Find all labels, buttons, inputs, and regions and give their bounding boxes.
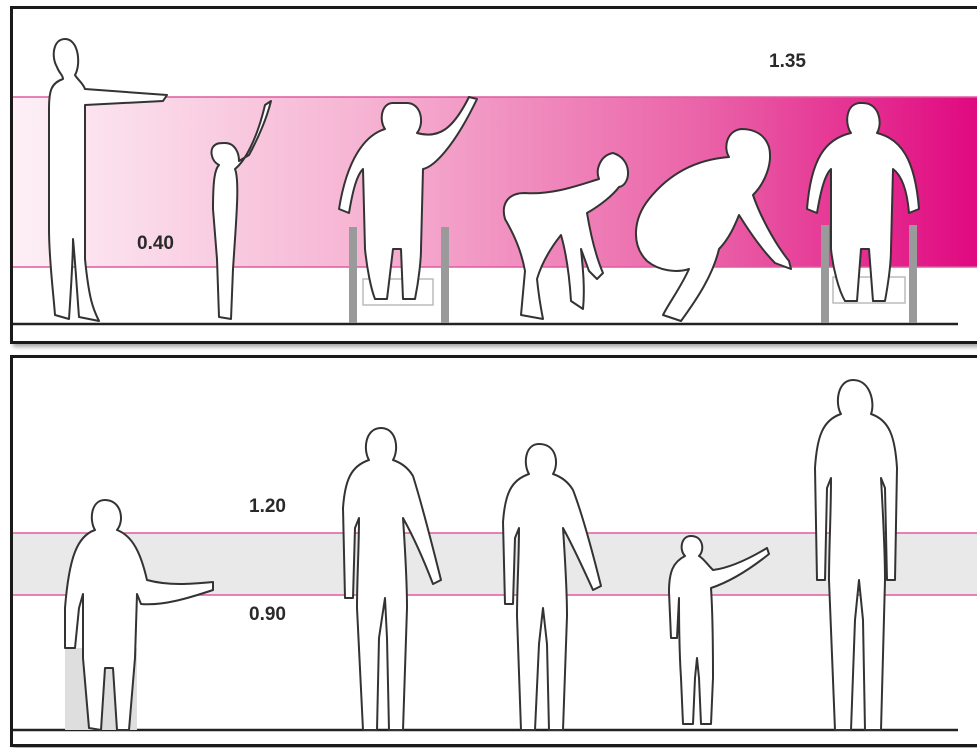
wheelchair-frame-left: [349, 227, 357, 323]
wheelchair-frame-right: [441, 227, 449, 323]
reach-range-panel: 1.35 0.40: [10, 6, 977, 344]
control-height-diagram: 1.20 0.90: [13, 358, 977, 744]
label-1-35: 1.35: [769, 51, 806, 72]
reach-range-diagram: 1.35 0.40: [13, 9, 977, 341]
wheelchair-frame-left: [821, 225, 829, 323]
label-0-40: 0.40: [137, 233, 174, 254]
wheelchair-frame-right: [909, 225, 917, 323]
control-height-panel: 1.20 0.90: [10, 355, 977, 747]
label-1-20: 1.20: [249, 496, 286, 517]
label-0-90: 0.90: [249, 604, 286, 625]
